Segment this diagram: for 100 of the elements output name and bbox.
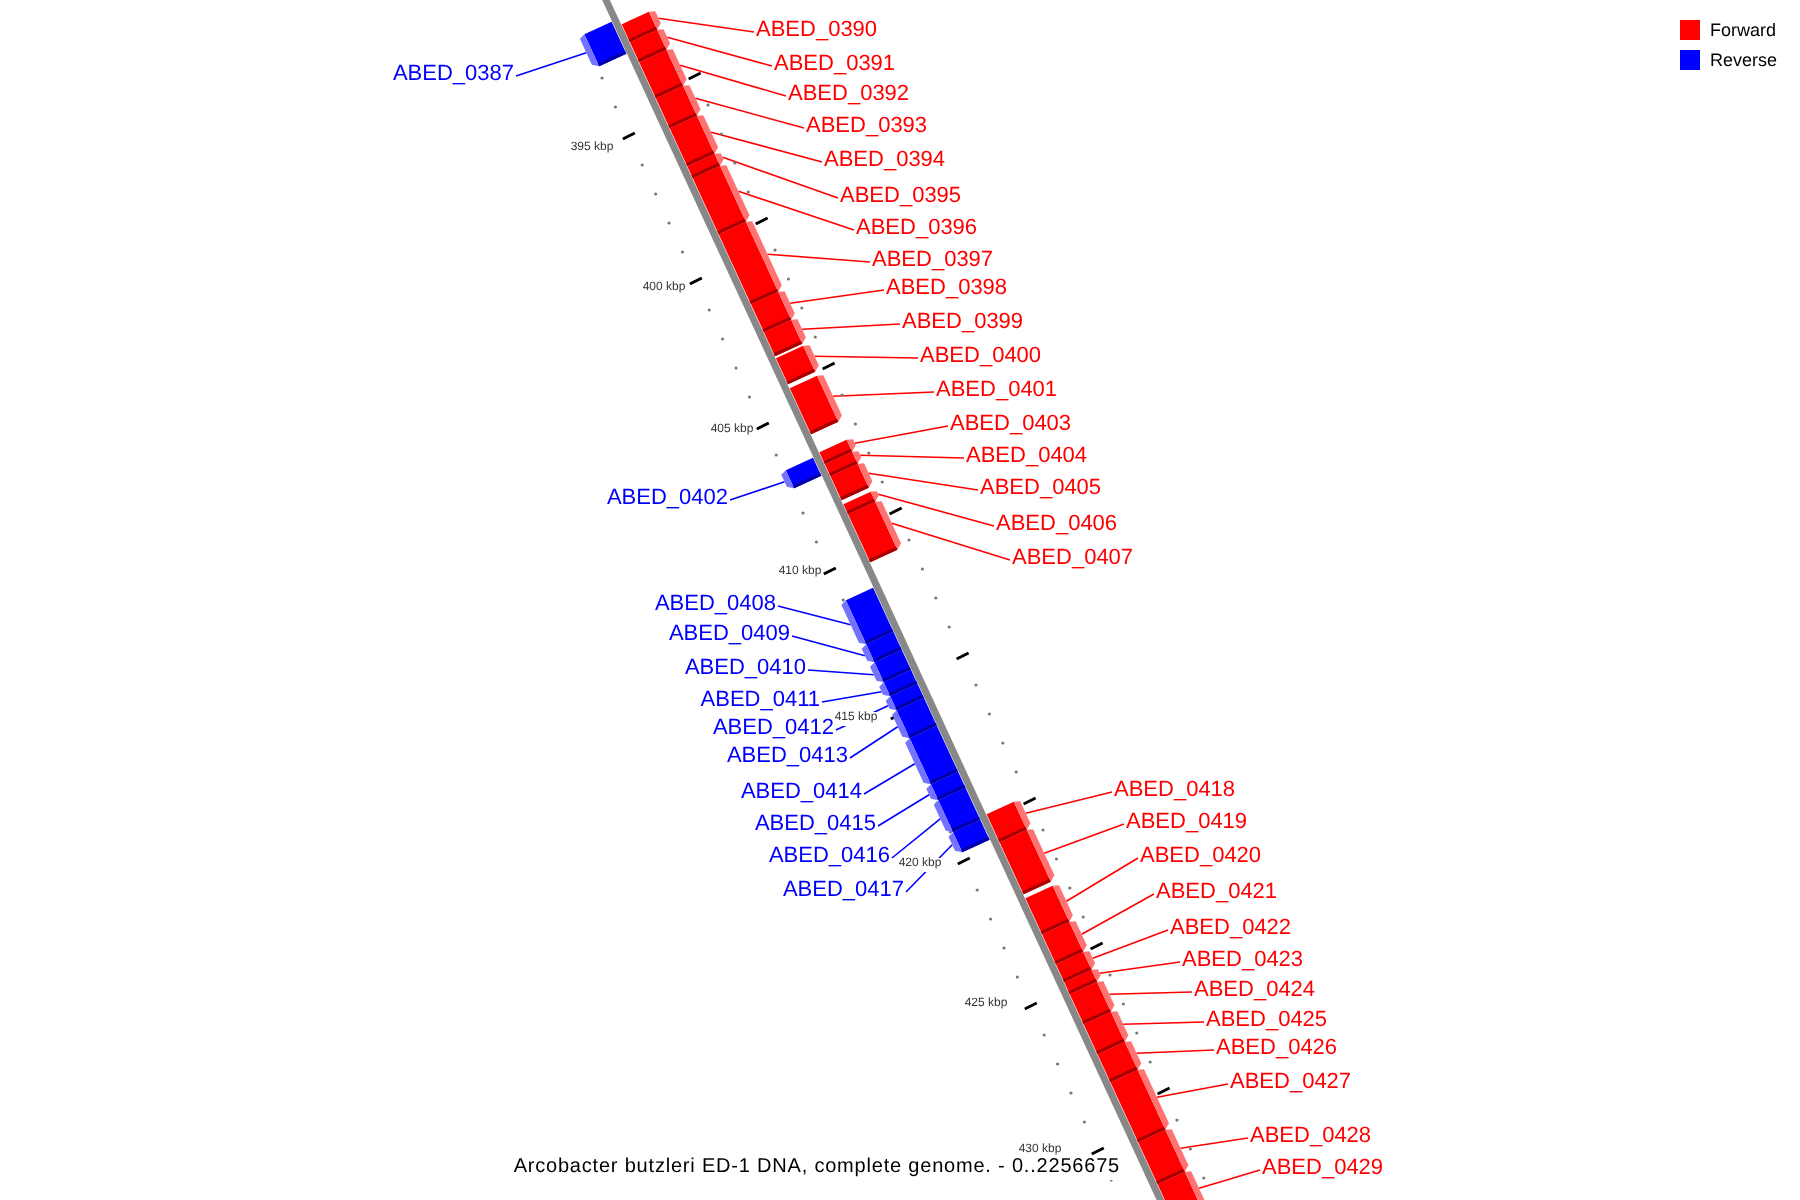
gene-label: ABED_0390 bbox=[756, 18, 878, 44]
gene-label: ABED_0395 bbox=[840, 184, 962, 210]
leader-line bbox=[789, 289, 885, 305]
gene-label: ABED_0396 bbox=[856, 216, 978, 242]
gene-label: ABED_0392 bbox=[788, 82, 910, 108]
leader-line bbox=[891, 522, 1011, 561]
gene-label: ABED_0426 bbox=[1216, 1036, 1338, 1062]
gene-label: ABED_0406 bbox=[996, 512, 1118, 538]
gene-label: ABED_0408 bbox=[654, 592, 776, 618]
gene-block bbox=[718, 221, 782, 305]
leader-line bbox=[859, 454, 965, 459]
leader-line bbox=[1065, 857, 1139, 902]
gene-label: ABED_0417 bbox=[782, 878, 904, 904]
gene-label: ABED_0415 bbox=[754, 812, 876, 838]
gene-label: ABED_0402 bbox=[606, 486, 728, 512]
leader-line bbox=[807, 669, 875, 676]
leader-line bbox=[694, 97, 805, 129]
gene-block bbox=[1157, 1171, 1206, 1200]
leader-line bbox=[832, 391, 935, 398]
gene-label: ABED_0414 bbox=[740, 780, 862, 806]
gene-label: ABED_0424 bbox=[1194, 978, 1316, 1004]
gene-block bbox=[1042, 921, 1087, 965]
gene-label: ABED_0407 bbox=[1012, 546, 1134, 572]
leader-line bbox=[515, 52, 588, 77]
leader-line bbox=[766, 253, 871, 263]
leader-line bbox=[1122, 1021, 1205, 1025]
leader-line bbox=[1108, 991, 1193, 995]
legend-label: Forward bbox=[1710, 19, 1777, 41]
gene-block bbox=[986, 801, 1031, 843]
leader-line bbox=[710, 131, 823, 163]
leader-line bbox=[1135, 1049, 1215, 1054]
leader-line bbox=[1198, 1169, 1261, 1189]
gene-block bbox=[781, 457, 822, 489]
leader-line bbox=[679, 64, 787, 97]
leader-line bbox=[863, 763, 916, 795]
gene-label: ABED_0401 bbox=[936, 378, 1058, 404]
leader-line bbox=[877, 493, 995, 527]
caption: Arcobacter butzleri ED-1 DNA, complete genome. - 0..2256675 bbox=[513, 1156, 1120, 1180]
gene-label: ABED_0421 bbox=[1156, 880, 1278, 906]
leader-line bbox=[867, 472, 979, 491]
leader-line bbox=[791, 635, 866, 657]
gene-label: ABED_0394 bbox=[824, 148, 946, 174]
leader-line bbox=[877, 794, 930, 827]
leader-line bbox=[1156, 1083, 1229, 1098]
gene-block bbox=[892, 697, 937, 739]
gene-label: ABED_0420 bbox=[1140, 844, 1262, 870]
gene-label: ABED_0413 bbox=[726, 744, 848, 770]
gene-label: ABED_0404 bbox=[966, 444, 1088, 470]
gene-block bbox=[1110, 1069, 1169, 1143]
leader-line bbox=[737, 190, 855, 231]
gene-label: ABED_0418 bbox=[1114, 778, 1236, 804]
leader-line bbox=[666, 36, 773, 67]
gene-label: ABED_0403 bbox=[950, 412, 1072, 438]
gene-label: ABED_0425 bbox=[1206, 1008, 1328, 1034]
leader-line bbox=[1024, 791, 1113, 814]
gene-label: ABED_0428 bbox=[1250, 1124, 1372, 1150]
leader-line bbox=[1179, 1137, 1249, 1149]
leader-line bbox=[1043, 823, 1125, 854]
gene-label: ABED_0427 bbox=[1230, 1070, 1352, 1096]
leader-line bbox=[821, 691, 883, 703]
gene-label: ABED_0416 bbox=[768, 844, 890, 870]
gene-label: ABED_0422 bbox=[1170, 916, 1292, 942]
gene-block bbox=[1083, 1011, 1129, 1055]
gene-block bbox=[639, 49, 687, 99]
gene-block bbox=[763, 319, 806, 357]
gene-label: ABED_0411 bbox=[700, 688, 820, 714]
gene-block bbox=[1025, 885, 1073, 935]
leader-line bbox=[854, 425, 949, 445]
gene-block bbox=[1097, 1041, 1142, 1083]
gene-block bbox=[948, 819, 990, 853]
gene-label: ABED_0410 bbox=[684, 656, 806, 682]
gene-label: ABED_0423 bbox=[1182, 948, 1304, 974]
leader-line bbox=[891, 818, 941, 859]
leader-line bbox=[729, 480, 786, 501]
gene-label: ABED_0409 bbox=[668, 622, 790, 648]
gene-label: ABED_0400 bbox=[920, 344, 1042, 370]
leader-line bbox=[813, 355, 919, 359]
gene-block bbox=[655, 85, 701, 129]
gene-block bbox=[775, 345, 819, 385]
gene-label: ABED_0412 bbox=[712, 716, 834, 742]
gene-label: ABED_0393 bbox=[806, 114, 928, 140]
gene-block bbox=[789, 375, 842, 435]
gene-block bbox=[579, 21, 627, 67]
leader-line bbox=[777, 605, 852, 626]
gene-label: ABED_0398 bbox=[886, 276, 1008, 302]
leader-line bbox=[1080, 893, 1155, 935]
gene-label: ABED_0399 bbox=[902, 310, 1024, 336]
leader-line bbox=[721, 156, 839, 199]
gene-label: ABED_0405 bbox=[980, 476, 1102, 502]
gene-label: ABED_0397 bbox=[872, 248, 994, 274]
gene-label: ABED_0391 bbox=[774, 52, 896, 78]
gene-label: ABED_0387 bbox=[392, 62, 514, 88]
legend-label: Reverse bbox=[1710, 49, 1778, 71]
gene-label: ABED_0419 bbox=[1126, 810, 1248, 836]
leader-line bbox=[849, 726, 899, 759]
gene-label: ABED_0429 bbox=[1262, 1156, 1384, 1182]
leader-line bbox=[1098, 961, 1181, 974]
leader-line bbox=[1091, 929, 1169, 959]
gene-block bbox=[751, 291, 795, 333]
leader-line bbox=[801, 323, 901, 331]
